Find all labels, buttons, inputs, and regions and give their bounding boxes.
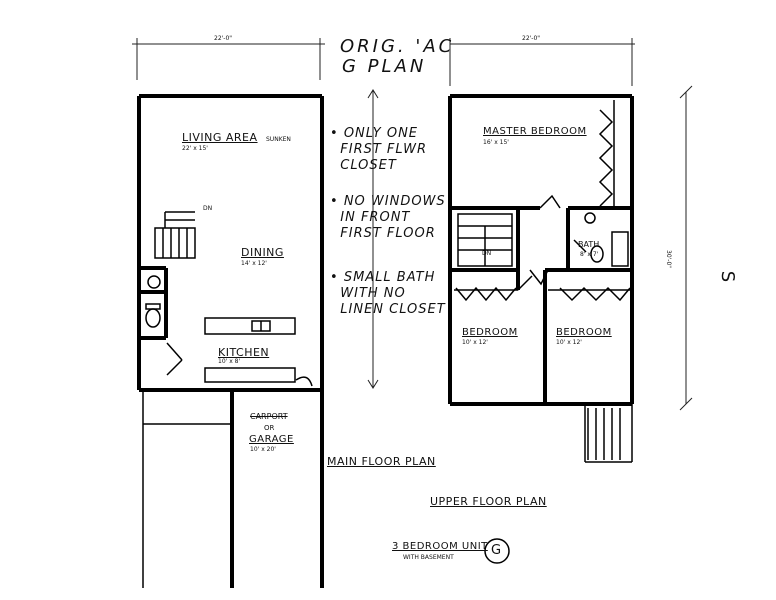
upper-depth-dimension: 30'-0" xyxy=(665,250,672,269)
living-area-size: 22' x 15' xyxy=(182,145,208,152)
bedroom1-label: BEDROOM xyxy=(462,327,518,338)
master-bedroom-size: 16' x 15' xyxy=(483,139,509,146)
master-bedroom-label: MASTER BEDROOM xyxy=(483,126,587,137)
note-1: • ONLY ONE FIRST FLWR CLOSET xyxy=(330,126,427,174)
kitchen-label: KITCHEN xyxy=(218,346,270,359)
note-line: LINEN CLOSET xyxy=(340,302,446,317)
dimension-lines xyxy=(132,38,693,411)
unit-circle xyxy=(484,538,510,564)
note-3: • SMALL BATH WITH NO LINEN CLOSET xyxy=(330,270,446,318)
unit-sublabel: WITH BASEMENT xyxy=(403,554,454,561)
right-width-dimension: 22'-0" xyxy=(522,35,541,42)
upper-floor-caption: UPPER FLOOR PLAN xyxy=(430,495,547,508)
bedroom1-size: 10' x 12' xyxy=(462,339,488,346)
note-line: IN FRONT xyxy=(340,210,411,225)
plan-title-line2: G PLAN xyxy=(342,56,427,77)
note-bullet: • xyxy=(330,270,339,285)
bedroom2-size: 10' x 12' xyxy=(556,339,582,346)
unit-label: 3 BEDROOM UNIT xyxy=(392,541,488,552)
dining-size: 14' x 12' xyxy=(241,260,267,267)
note-line: CLOSET xyxy=(340,158,397,173)
kitchen-size: 10' x 8' xyxy=(218,358,241,365)
main-floor-caption: MAIN FLOOR PLAN xyxy=(327,455,436,468)
carport-label: CARPORT xyxy=(250,412,288,421)
bath-label: BATH xyxy=(578,240,600,249)
garage-size: 10' x 20' xyxy=(250,446,276,453)
left-width-dimension: 22'-0" xyxy=(214,35,233,42)
note-line: NO WINDOWS xyxy=(343,194,446,209)
living-area-label: LIVING AREA xyxy=(182,131,258,144)
carport-or-label: OR xyxy=(264,424,275,432)
note-bullet: • xyxy=(330,126,339,141)
bedroom2-label: BEDROOM xyxy=(556,327,612,338)
dining-label: DINING xyxy=(241,246,284,259)
garage-label: GARAGE xyxy=(249,434,294,445)
main-floor-walls xyxy=(137,94,324,588)
compass-letter: S xyxy=(717,270,739,283)
living-area-tag: SUNKEN xyxy=(266,136,291,143)
note-line: SMALL BATH xyxy=(343,270,436,285)
note-2: • NO WINDOWS IN FRONT FIRST FLOOR xyxy=(330,194,446,242)
upper-stair-mark: DN xyxy=(482,250,492,257)
note-bullet: • xyxy=(330,194,339,209)
main-stair-mark: DN xyxy=(203,205,213,212)
unit-letter: G xyxy=(491,543,502,558)
bath-size: 8' x 7' xyxy=(580,251,599,258)
note-line: FIRST FLWR xyxy=(340,142,428,157)
upper-floor-walls xyxy=(448,94,634,406)
note-line: ONLY ONE xyxy=(343,126,419,141)
plan-title-line1: ORIG. 'AC xyxy=(340,36,455,57)
note-line: FIRST FLOOR xyxy=(340,226,436,241)
note-line: WITH NO xyxy=(340,286,406,301)
